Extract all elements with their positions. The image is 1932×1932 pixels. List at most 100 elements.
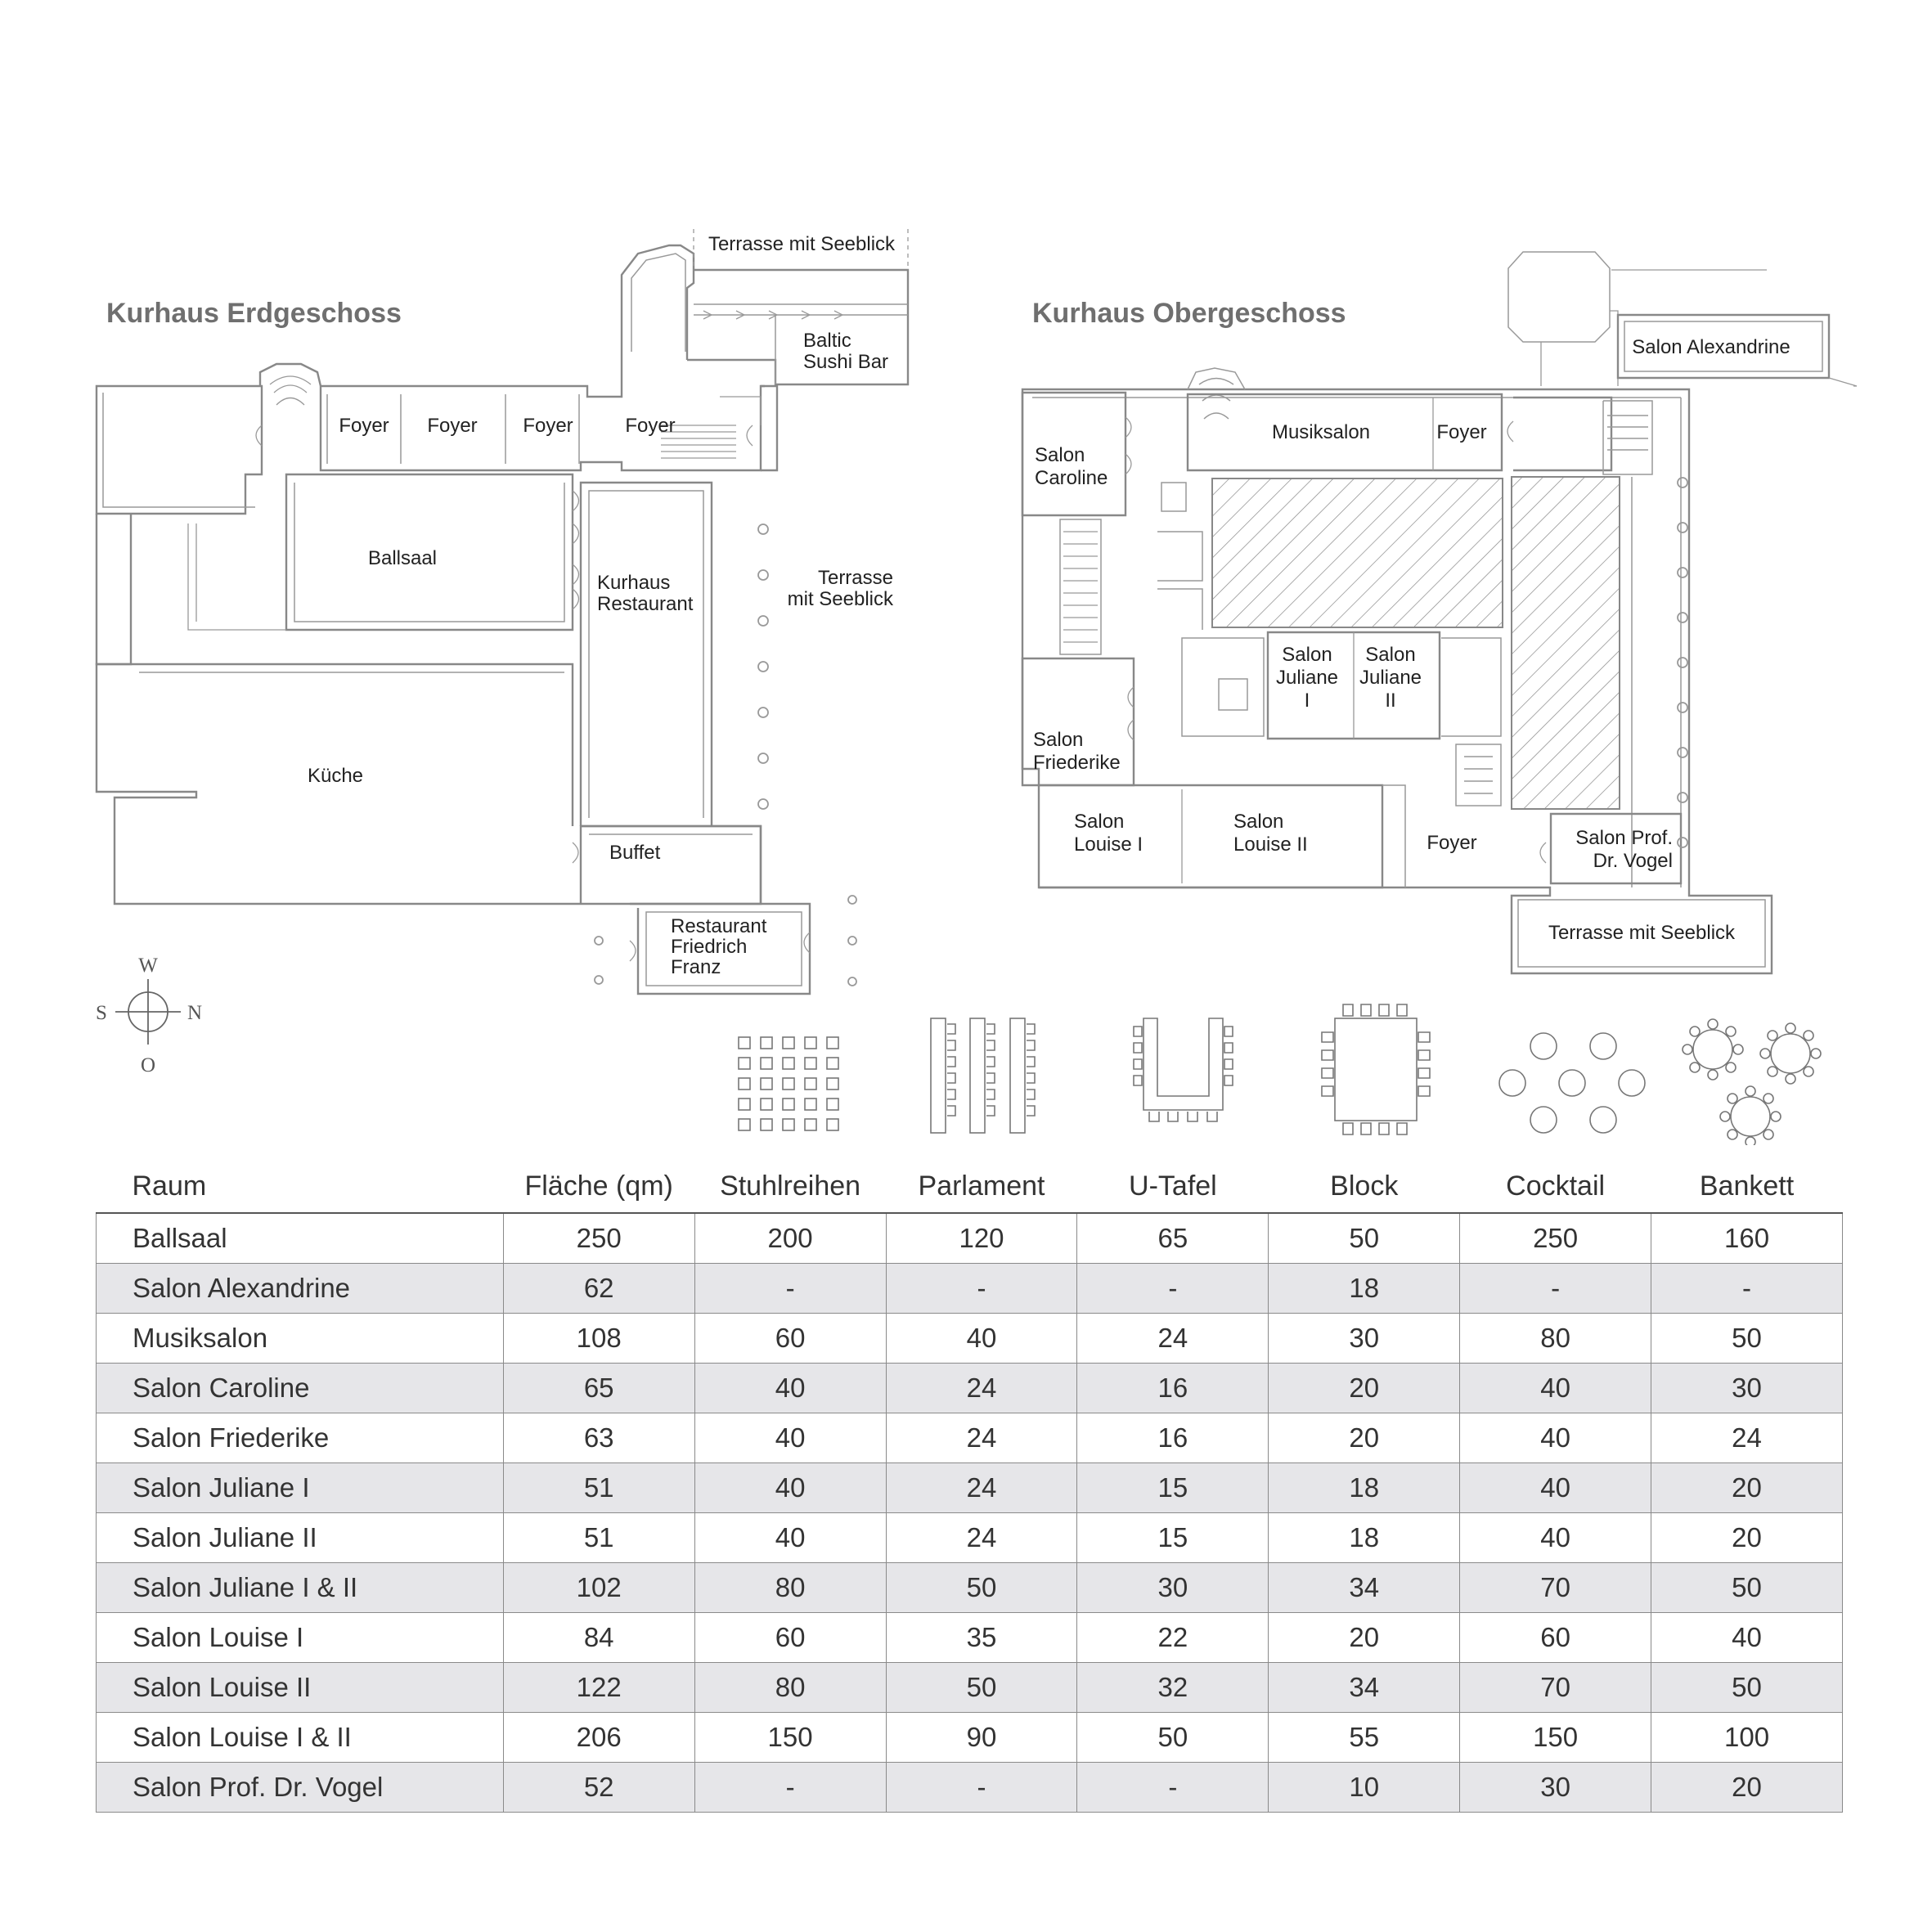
label-terrasse-upper: Terrasse mit Seeblick [1548,922,1736,944]
column-header: Parlament [918,1170,1045,1202]
column-header: Bankett [1699,1170,1795,1202]
column-header: Block [1330,1170,1399,1202]
capacity-cell: 40 [1651,1612,1843,1663]
block-table-icon [1321,1004,1431,1135]
capacity-cell: 60 [1459,1612,1652,1663]
label-foyer-3: Foyer [523,415,573,437]
capacity-cell: 20 [1651,1762,1843,1813]
label-foyer-2: Foyer [427,415,477,437]
room-name-cell: Salon Caroline [96,1363,504,1413]
capacity-cell: 15 [1076,1462,1269,1513]
capacity-cell: 30 [1268,1313,1461,1364]
capacity-cell: 18 [1268,1512,1461,1563]
label-juliane1-2: Juliane [1276,667,1338,689]
room-name-cell: Salon Juliane I & II [96,1562,504,1613]
label-foyer-1: Foyer [339,415,389,437]
capacity-cell: 30 [1459,1762,1652,1813]
capacity-cell: 50 [1651,1662,1843,1713]
label-juliane1-1: Salon [1282,644,1332,666]
floor-plans: Terrasse mit Seeblick Baltic Sushi Bar F… [95,229,1858,1145]
capacity-cell: 34 [1268,1662,1461,1713]
room-name-cell: Musiksalon [96,1313,504,1364]
capacity-cell: 40 [694,1512,887,1563]
column-header: Stuhlreihen [720,1170,861,1202]
capacity-cell: 50 [1268,1212,1461,1264]
capacity-cell: 250 [1459,1212,1652,1264]
capacity-cell: 160 [1651,1212,1843,1264]
capacity-cell: 108 [502,1313,695,1364]
capacity-cell: 200 [694,1212,887,1264]
capacity-cell: 24 [885,1413,1078,1463]
capacity-cell: 18 [1268,1462,1461,1513]
capacity-cell: 20 [1268,1612,1461,1663]
compass-north: N [187,1002,202,1024]
room-name-cell: Salon Louise I [96,1612,504,1663]
capacity-cell: 40 [1459,1462,1652,1513]
capacity-cell: - [1459,1263,1652,1314]
capacity-cell: 24 [1651,1413,1843,1463]
label-louise1-1: Salon [1074,811,1124,833]
label-musiksalon: Musiksalon [1272,421,1370,443]
capacity-cell: 122 [502,1662,695,1713]
label-caroline-1: Salon [1035,444,1085,466]
capacity-cell: 18 [1268,1263,1461,1314]
room-name-cell: Salon Louise I & II [96,1712,504,1763]
capacity-cell: 40 [694,1363,887,1413]
capacity-cell: 40 [1459,1413,1652,1463]
compass: W S N O [96,955,202,1076]
upper-floor-plan: Salon Alexandrine Salon Caroline Musiksa… [1021,251,1858,975]
column-header: Cocktail [1506,1170,1606,1202]
ground-floor-title: Kurhaus Erdgeschoss [106,298,402,329]
capacity-cell: 60 [694,1313,887,1364]
capacity-cell: - [694,1762,887,1813]
capacity-cell: 50 [1651,1562,1843,1613]
capacity-cell: 63 [502,1413,695,1463]
room-name-cell: Salon Juliane I [96,1462,504,1513]
u-table-icon [1133,1018,1233,1122]
capacity-cell: 150 [694,1712,887,1763]
capacity-cell: 70 [1459,1662,1652,1713]
capacity-cell: 52 [502,1762,695,1813]
label-baltic-2: Sushi Bar [803,351,888,373]
label-juliane2-3: II [1385,690,1395,712]
capacity-cell: 40 [1459,1512,1652,1563]
label-foyer-bottom: Foyer [1427,832,1476,854]
compass-west: W [138,955,158,977]
label-friederike-2: Friederike [1033,752,1121,774]
ground-floor-plan: Terrasse mit Seeblick Baltic Sushi Bar F… [95,229,910,995]
capacity-cell: 102 [502,1562,695,1613]
column-header: Fläche (qm) [524,1170,673,1202]
capacity-cell: 84 [502,1612,695,1663]
label-caroline-2: Caroline [1035,467,1108,489]
label-juliane1-3: I [1305,690,1310,712]
capacity-cell: 65 [1076,1212,1269,1264]
capacity-cell: 22 [1076,1612,1269,1663]
capacity-cell: 80 [1459,1313,1652,1364]
room-name-cell: Salon Alexandrine [96,1263,504,1314]
compass-east: O [141,1054,155,1076]
capacity-cell: 20 [1651,1462,1843,1513]
label-baltic-1: Baltic [803,330,851,352]
capacity-cell: 90 [885,1712,1078,1763]
capacity-cell: - [1076,1762,1269,1813]
capacity-cell: 16 [1076,1363,1269,1413]
capacity-cell: 15 [1076,1512,1269,1563]
capacity-cell: 50 [885,1662,1078,1713]
capacity-cell: 250 [502,1212,695,1264]
capacity-cell: 32 [1076,1662,1269,1713]
banquet-tables-icon [1682,1018,1822,1145]
label-louise2-1: Salon [1233,811,1283,833]
compass-south: S [96,1002,107,1024]
capacity-cell: 35 [885,1612,1078,1663]
capacity-cell: 30 [1076,1562,1269,1613]
capacity-cell: 70 [1459,1562,1652,1613]
capacity-cell: 80 [694,1562,887,1613]
upper-floor-title: Kurhaus Obergeschoss [1032,298,1346,329]
label-ballsaal: Ballsaal [368,547,437,569]
room-name-cell: Salon Prof. Dr. Vogel [96,1762,504,1813]
